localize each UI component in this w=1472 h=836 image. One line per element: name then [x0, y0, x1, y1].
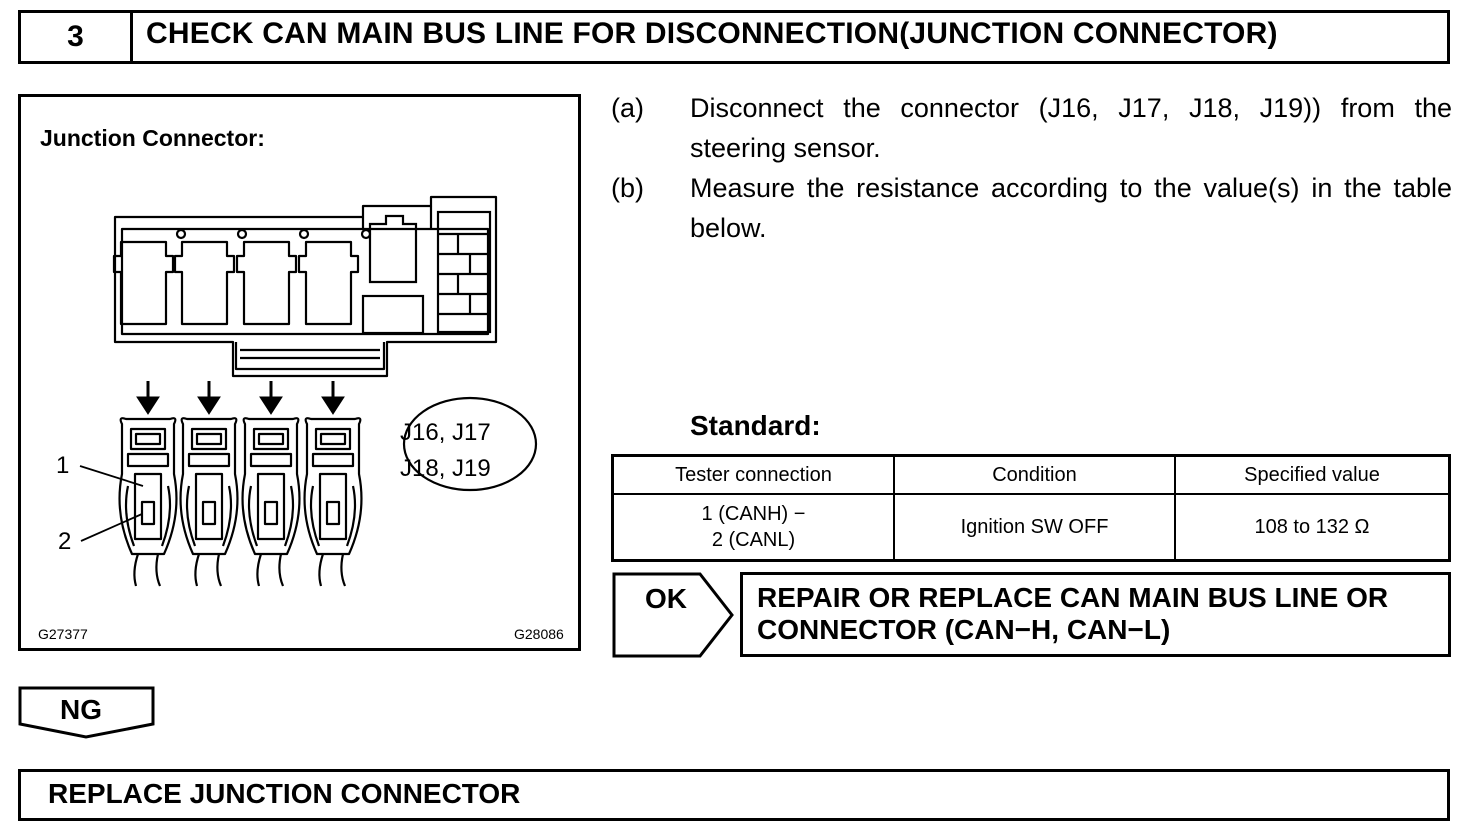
instruction-a-label: (a) — [611, 93, 644, 123]
terminal-body — [179, 417, 239, 556]
terminal-latch — [252, 427, 290, 451]
cell-condition: Ignition SW OFF — [893, 493, 1176, 562]
ok-action-line2: CONNECTOR (CAN−H, CAN−L) — [757, 614, 1171, 645]
cell-tester-connection: 1 (CANH) − 2 (CANL) — [611, 493, 895, 562]
pin-1-leader — [79, 465, 144, 487]
terminal-contact — [133, 472, 163, 541]
terminal-wire — [133, 553, 162, 587]
socket-notch — [298, 228, 310, 240]
instruction-b-label: (b) — [611, 173, 644, 203]
column-specified-value: Specified value — [1174, 454, 1451, 495]
ng-arrow-box — [18, 686, 155, 739]
ng-label: NG — [60, 694, 102, 725]
figure-code-right: G28086 — [514, 626, 564, 642]
insert-arrowhead — [259, 396, 283, 415]
table-header-row: Tester connection Condition Specified va… — [611, 454, 1451, 495]
terminal-wire — [318, 553, 347, 587]
ok-action-box — [740, 572, 1451, 657]
socket-cavity — [112, 240, 175, 326]
insert-arrowhead — [136, 396, 160, 415]
insert-arrowhead — [197, 396, 221, 415]
connection-line1: 1 (CANH) − — [701, 503, 806, 525]
socket-notch — [175, 228, 187, 240]
terminal-latch — [314, 427, 352, 451]
terminal-latch — [129, 427, 167, 451]
standard-heading: Standard: — [690, 410, 821, 441]
column-tester-connection: Tester connection — [611, 454, 895, 495]
column-condition: Condition — [893, 454, 1176, 495]
terminal-contact — [194, 472, 224, 541]
ok-action-text: REPAIR OR REPLACE CAN MAIN BUS LINE OR C… — [757, 582, 1447, 646]
pin-2-leader — [80, 513, 143, 542]
terminal-window — [195, 432, 223, 446]
terminal-body — [241, 417, 301, 556]
terminal-window — [134, 432, 162, 446]
pin-label-2: 2 — [58, 528, 71, 555]
ok-label: OK — [645, 583, 687, 614]
insert-arrowhead — [321, 396, 345, 415]
terminal-wire — [194, 553, 223, 587]
instruction-a-text: Disconnect the connector (J16, J17, J18,… — [690, 93, 1452, 163]
ok-arrow-box — [612, 572, 734, 658]
terminal-latch — [190, 427, 228, 451]
socket-cavity — [173, 240, 236, 326]
step-number: 3 — [18, 10, 133, 64]
socket-notch — [236, 228, 248, 240]
connector-figure — [18, 94, 581, 651]
terminal-contact — [318, 472, 348, 541]
terminal-contact — [256, 472, 286, 541]
figure-code-left: G27377 — [38, 626, 88, 642]
table-row: 1 (CANH) − 2 (CANL) Ignition SW OFF 108 … — [611, 493, 1451, 562]
pin-label-1: 1 — [56, 452, 69, 479]
figure-title: Junction Connector: — [40, 125, 265, 151]
socket-cavity — [297, 240, 360, 326]
terminal-body — [303, 417, 363, 556]
connector-ids-line1: J16, J17 — [400, 419, 491, 446]
socket-notch — [360, 228, 372, 240]
junction-connector-illustration: J16, J17 J18, J19 1 2 — [56, 195, 538, 587]
connection-line2: 2 (CANL) — [711, 529, 796, 551]
terminal-window — [257, 432, 285, 446]
connector-ids-line2: J18, J19 — [400, 455, 491, 482]
ng-action-text: REPLACE JUNCTION CONNECTOR — [48, 778, 521, 809]
terminal-window — [319, 432, 347, 446]
terminal-wire — [256, 553, 285, 587]
ng-action-box — [18, 769, 1450, 821]
ok-action-line1: REPAIR OR REPLACE CAN MAIN BUS LINE OR — [757, 582, 1389, 613]
standard-table: Tester connection Condition Specified va… — [611, 454, 1451, 562]
lower-cavity — [361, 294, 425, 335]
connector-id-ellipse — [402, 396, 538, 492]
socket-cavity — [235, 240, 298, 326]
cell-specified-value: 108 to 132 Ω — [1174, 493, 1451, 562]
locking-bar — [234, 342, 386, 371]
upper-cavity — [368, 214, 418, 284]
step-title: CHECK CAN MAIN BUS LINE FOR DISCONNECTIO… — [146, 17, 1278, 50]
connector-housing — [113, 195, 498, 378]
instruction-b-text: Measure the resistance according to the … — [690, 173, 1452, 243]
